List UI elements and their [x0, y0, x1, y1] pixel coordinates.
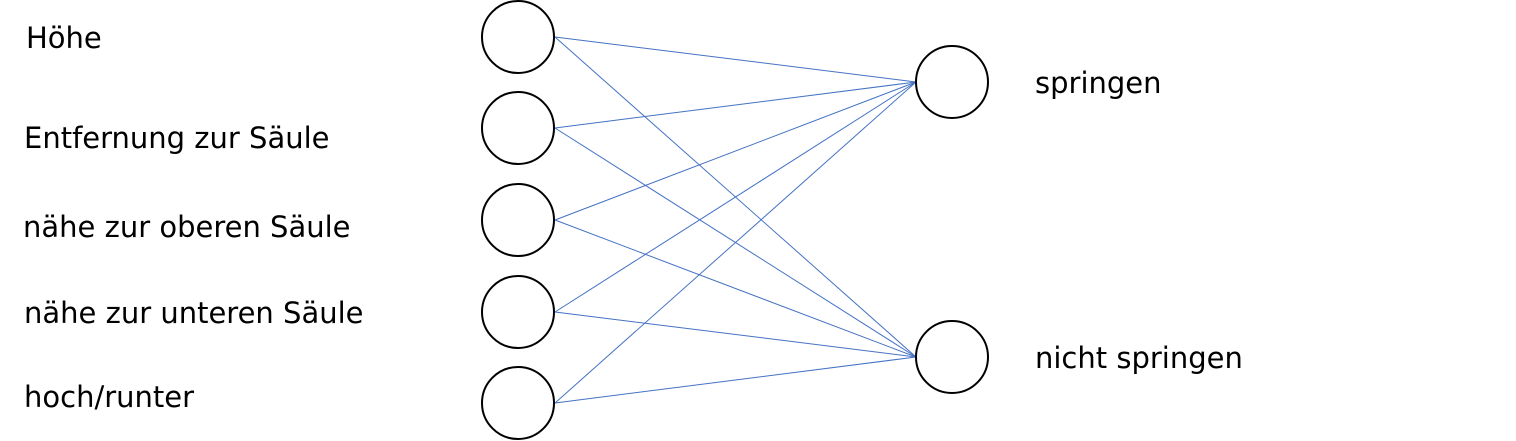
output-label-nicht-springen: nicht springen: [1035, 341, 1243, 375]
input-label-naehe-unten: nähe zur unteren Säule: [24, 296, 364, 330]
input-label-naehe-oben: nähe zur oberen Säule: [23, 210, 351, 244]
connection-edge: [554, 311, 917, 358]
input-label-hoch-runter: hoch/runter: [24, 380, 194, 414]
input-neuron: [481, 275, 555, 349]
connection-edge: [554, 81, 917, 221]
connection-edge: [554, 219, 917, 358]
connection-edge: [554, 356, 917, 404]
input-neuron: [481, 183, 555, 257]
input-label-entfernung: Entfernung zur Säule: [24, 121, 330, 155]
input-neuron: [481, 91, 555, 165]
input-neuron: [481, 366, 555, 440]
connection-edge: [554, 81, 917, 129]
connection-edge: [554, 36, 917, 83]
input-neuron: [481, 0, 555, 74]
output-label-springen: springen: [1035, 66, 1162, 100]
connection-edge: [554, 81, 917, 313]
input-label-hoehe: Höhe: [26, 21, 102, 55]
connection-edge: [554, 81, 917, 404]
output-neuron: [915, 320, 989, 394]
output-neuron: [915, 45, 989, 119]
connections-layer: [554, 36, 917, 404]
